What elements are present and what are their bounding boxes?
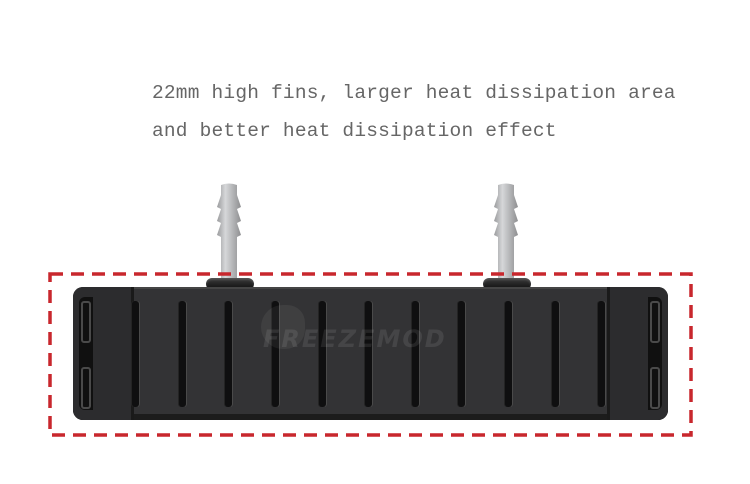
clip-notch	[650, 367, 660, 409]
fin-slot	[272, 301, 279, 407]
end-cap-left	[73, 287, 134, 420]
fin-slot	[132, 301, 139, 407]
barb-fitting-left	[217, 183, 241, 283]
brand-watermark: FREEZEMOD	[263, 325, 447, 353]
fin-slot	[179, 301, 186, 407]
caption-line-2: and better heat dissipation effect	[152, 120, 557, 142]
lion-logo-icon	[261, 305, 305, 349]
barb-fitting-right	[494, 183, 518, 283]
clip-notch	[650, 301, 660, 343]
end-cap-right	[607, 287, 668, 420]
clip-notch	[81, 301, 91, 343]
fin-slot	[319, 301, 326, 407]
clip-notch	[81, 367, 91, 409]
fin-slot	[505, 301, 512, 407]
fin-slot	[225, 301, 232, 407]
fin-slot	[458, 301, 465, 407]
highlight-dashed-box	[48, 272, 693, 437]
cooling-block-body: FREEZEMOD	[73, 287, 668, 420]
fin-slot	[412, 301, 419, 407]
fin-slot	[365, 301, 372, 407]
fin-slot	[552, 301, 559, 407]
caption-line-1: 22mm high fins, larger heat dissipation …	[152, 82, 676, 104]
fin-slot	[598, 301, 605, 407]
